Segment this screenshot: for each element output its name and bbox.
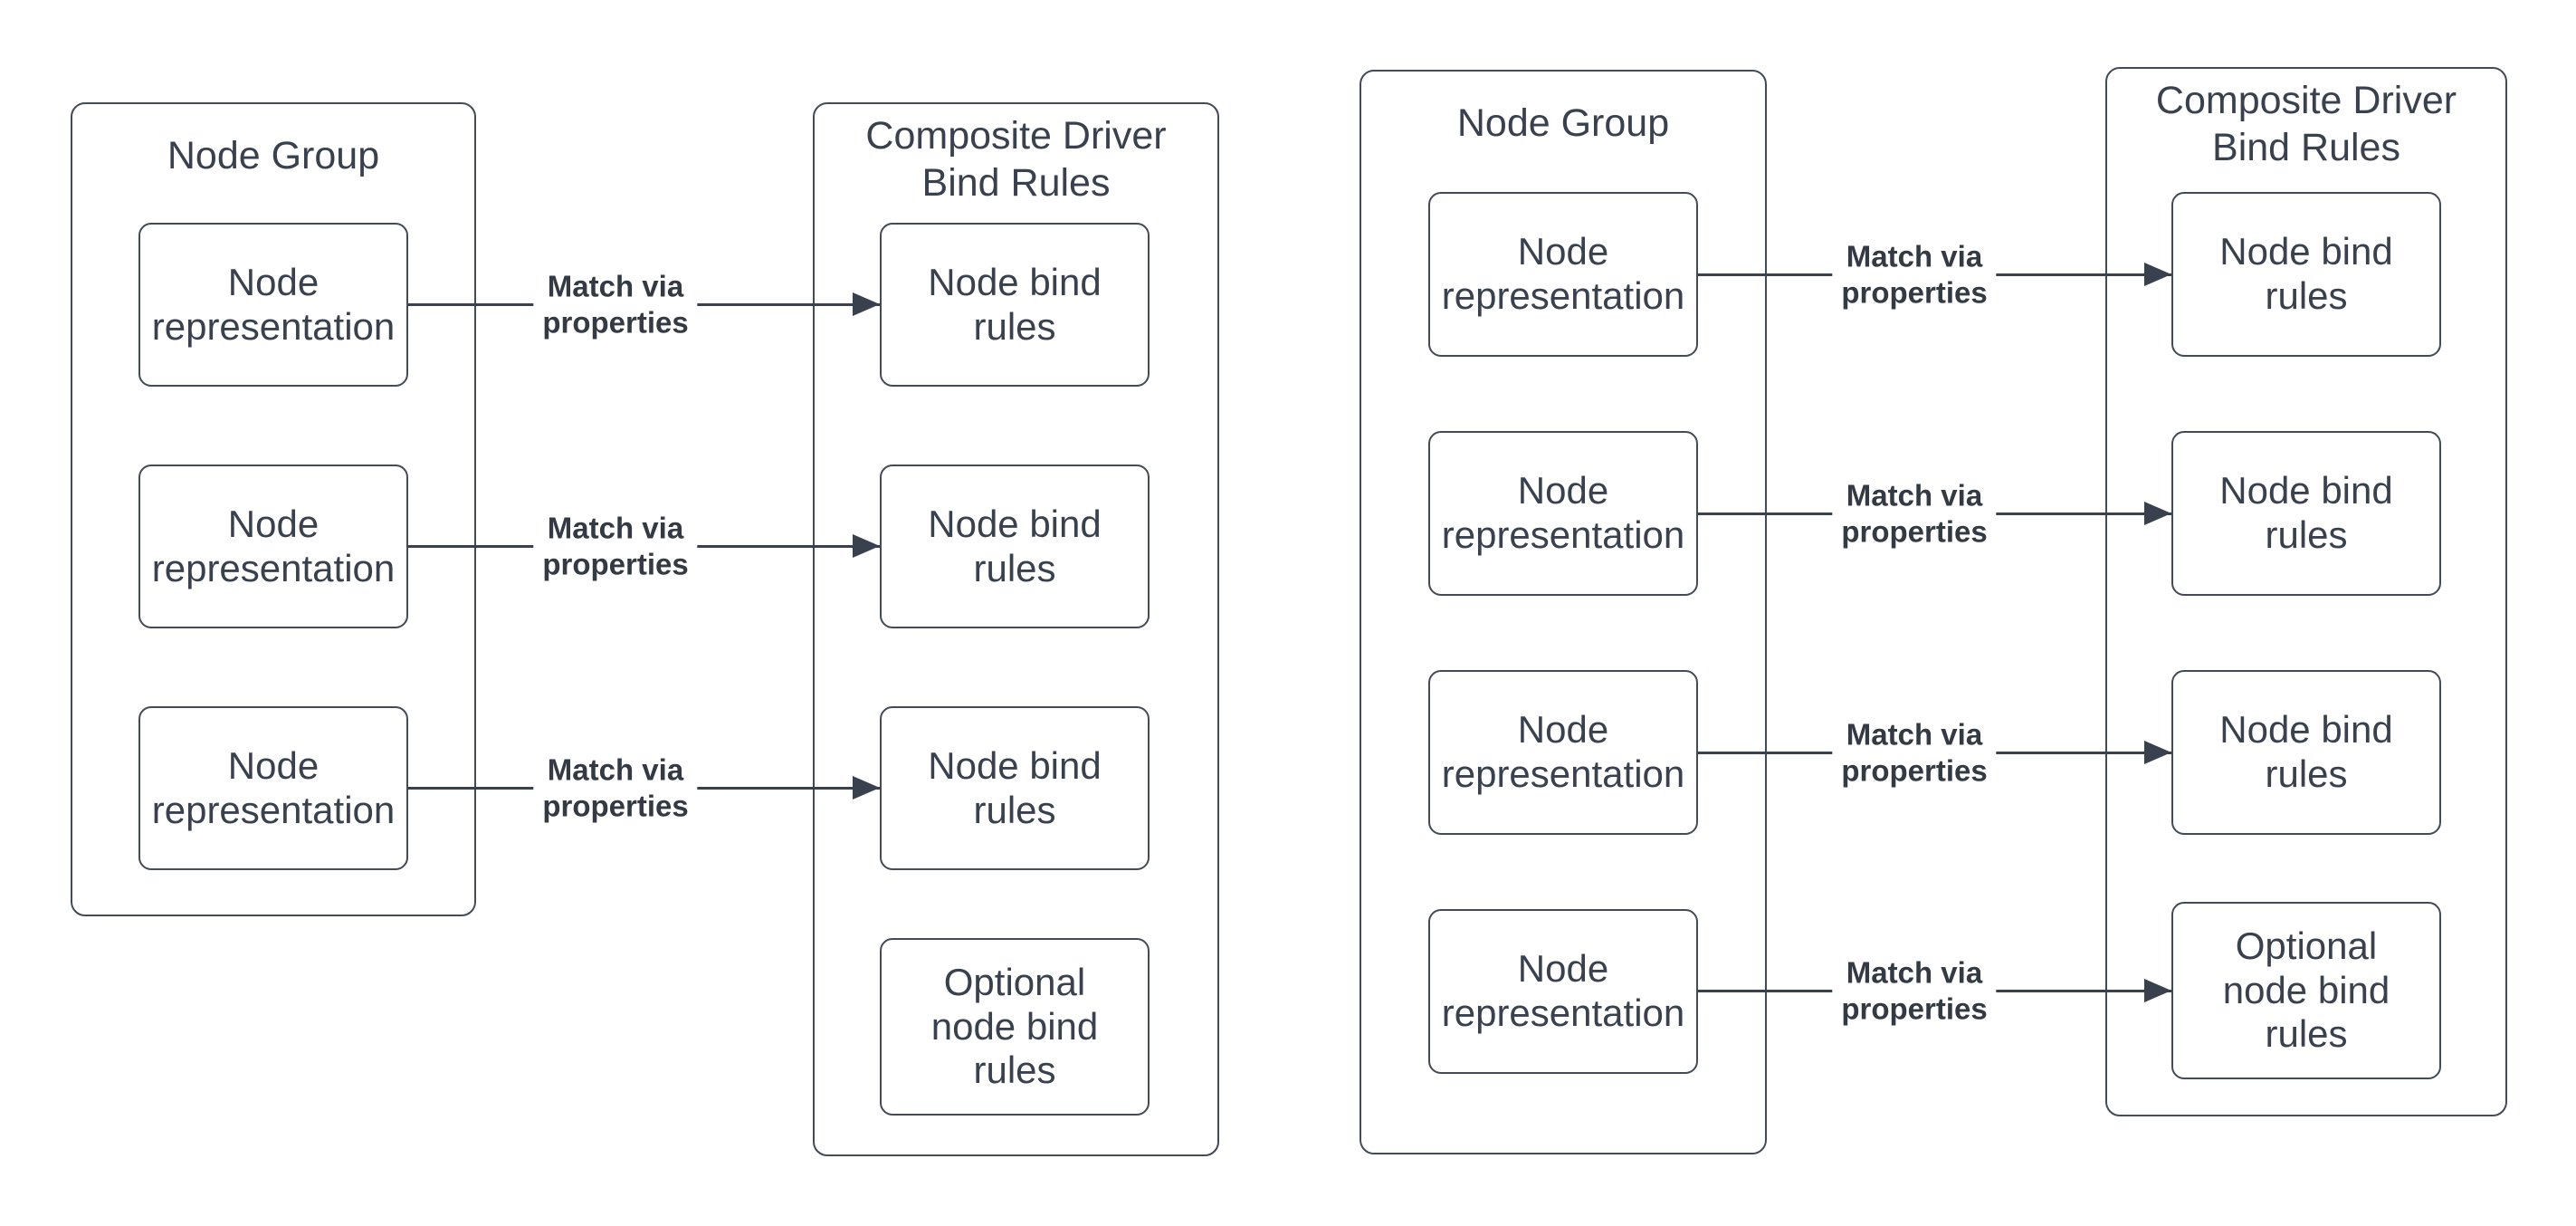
arrow-head bbox=[853, 534, 880, 558]
node-bind-rules-box: Node bind rules bbox=[880, 465, 1150, 628]
node-bind-rules-box: Node bind rules bbox=[2171, 192, 2441, 357]
arrow-label: Match via properties bbox=[1832, 475, 1997, 551]
arrow-label: Match via properties bbox=[533, 750, 698, 826]
optional-node-bind-rules-box: Optional node bind rules bbox=[880, 938, 1150, 1116]
arrow-label: Match via properties bbox=[1832, 714, 1997, 790]
node-bind-rules-box: Node bind rules bbox=[880, 223, 1150, 387]
arrow-head bbox=[2144, 502, 2171, 525]
arrow-label: Match via properties bbox=[1832, 953, 1997, 1029]
arrow-head bbox=[2144, 263, 2171, 286]
node-representation-box: Node representation bbox=[138, 223, 408, 387]
composite-driver-bind-rules-title: Composite Driver Bind Rules bbox=[2155, 79, 2457, 169]
composite-driver-bind-rules-title: Composite Driver Bind Rules bbox=[865, 114, 1167, 205]
arrow-head bbox=[853, 292, 880, 316]
node-representation-box: Node representation bbox=[138, 465, 408, 628]
node-bind-rules-box: Node bind rules bbox=[2171, 670, 2441, 835]
arrow-label: Match via properties bbox=[533, 266, 698, 342]
node-group-title: Node Group bbox=[167, 134, 380, 177]
optional-node-bind-rules-box: Optional node bind rules bbox=[2171, 902, 2441, 1079]
arrow-head bbox=[2144, 979, 2171, 1002]
node-representation-box: Node representation bbox=[138, 706, 408, 870]
node-representation-box: Node representation bbox=[1428, 670, 1698, 835]
arrow-head bbox=[853, 776, 880, 800]
arrow-label: Match via properties bbox=[533, 508, 698, 584]
node-representation-box: Node representation bbox=[1428, 431, 1698, 596]
node-bind-rules-box: Node bind rules bbox=[880, 706, 1150, 870]
arrow-label: Match via properties bbox=[1832, 236, 1997, 312]
arrow-head bbox=[2144, 741, 2171, 764]
node-bind-rules-box: Node bind rules bbox=[2171, 431, 2441, 596]
node-group-title: Node Group bbox=[1456, 101, 1670, 145]
node-representation-box: Node representation bbox=[1428, 909, 1698, 1074]
node-representation-box: Node representation bbox=[1428, 192, 1698, 357]
